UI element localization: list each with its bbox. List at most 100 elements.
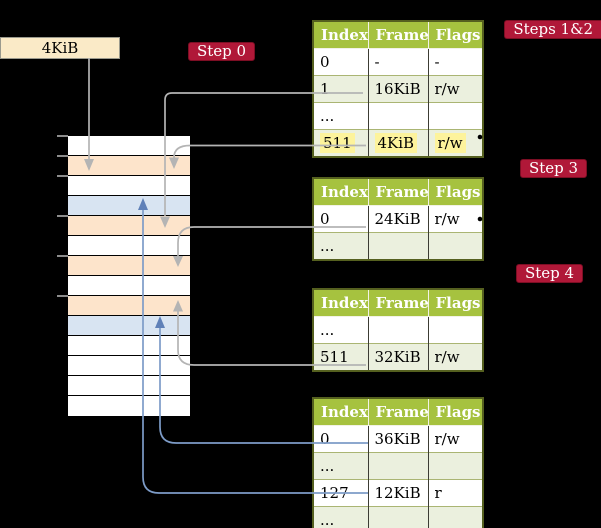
badge-step-3: Step 3	[520, 159, 588, 178]
badge-step-0: Step 0	[188, 42, 256, 61]
table-row: 511 4KiB r/w	[313, 129, 483, 157]
cell-index: 0	[313, 205, 368, 233]
cell-frame: -	[367, 48, 428, 76]
memory-row-13	[68, 396, 190, 416]
memory-row-5	[68, 236, 190, 256]
column-header-flags: Flags	[427, 178, 483, 206]
column-header-index: Index	[313, 178, 368, 206]
memory-boundary-tick-4	[57, 255, 68, 257]
cell-flags: r/w	[427, 75, 483, 103]
cell-flags: r	[427, 479, 483, 507]
cell-index: 511	[313, 343, 368, 371]
badge-step-3-label: Step 3	[529, 159, 579, 177]
cell-index: 0	[313, 425, 368, 453]
cell-flags: r/w	[427, 129, 483, 157]
badge-step-4-label: Step 4	[525, 264, 575, 282]
table-row: ...	[313, 506, 483, 528]
memory-boundary-tick-3	[57, 215, 68, 217]
badge-step-0-label: Step 0	[197, 42, 247, 60]
column-header-frame: Frame	[367, 398, 429, 426]
memory-boundary-tick-5	[57, 295, 68, 297]
memory-row-7	[68, 276, 190, 296]
column-header-frame: Frame	[367, 21, 429, 49]
page-table-base-box: 4KiB	[0, 37, 120, 59]
memory-row-8	[68, 296, 190, 316]
cell-index: ...	[313, 452, 368, 480]
memory-row-1	[68, 156, 190, 176]
cell-flags: -	[427, 48, 483, 76]
badge-steps-1-2-label: Steps 1&2	[513, 20, 593, 38]
cell-frame	[367, 452, 428, 480]
table-row: 0--	[313, 48, 483, 76]
column-header-index: Index	[313, 289, 368, 317]
memory-row-6	[68, 256, 190, 276]
cell-index: 0	[313, 48, 368, 76]
cell-frame: 16KiB	[367, 75, 428, 103]
cell-frame	[367, 102, 428, 130]
memory-row-0	[68, 136, 190, 156]
cell-frame: 32KiB	[367, 343, 428, 371]
cell-flags	[427, 316, 483, 344]
cell-frame: 36KiB	[367, 425, 428, 453]
memory-row-9	[68, 316, 190, 336]
cell-frame: 24KiB	[367, 205, 428, 233]
highlighted-value: r/w	[434, 133, 466, 153]
badge-step-4: Step 4	[516, 264, 584, 283]
cell-index: ...	[313, 506, 368, 528]
column-header-frame: Frame	[367, 178, 429, 206]
column-header-flags: Flags	[427, 398, 483, 426]
cell-frame	[367, 232, 428, 260]
cell-frame: 4KiB	[367, 129, 428, 157]
cell-index: ...	[313, 102, 368, 130]
cell-flags	[427, 102, 483, 130]
memory-row-2	[68, 176, 190, 196]
column-header-frame: Frame	[367, 289, 429, 317]
column-header-index: Index	[313, 21, 368, 49]
memory-row-11	[68, 356, 190, 376]
memory-row-10	[68, 336, 190, 356]
cell-index: ...	[313, 232, 368, 260]
column-header-flags: Flags	[427, 21, 483, 49]
cell-index: ...	[313, 316, 368, 344]
memory-row-3	[68, 196, 190, 216]
cell-frame	[367, 316, 428, 344]
physical-memory-column	[68, 136, 190, 416]
table-row: ...	[313, 316, 483, 344]
page-table-base-label: 4KiB	[41, 39, 79, 57]
cell-flags	[427, 232, 483, 260]
cell-flags: r/w	[427, 205, 483, 233]
memory-boundary-tick-1	[57, 155, 68, 157]
cell-index: 127	[313, 479, 368, 507]
cell-frame	[367, 506, 428, 528]
memory-boundary-tick-0	[57, 135, 68, 137]
cell-flags	[427, 506, 483, 528]
highlighted-value: 4KiB	[374, 133, 418, 153]
table-row: ...	[313, 452, 483, 480]
highlighted-value: 511	[320, 133, 355, 153]
table-row: ...	[313, 232, 483, 260]
memory-row-4	[68, 216, 190, 236]
cell-index: 511	[313, 129, 368, 157]
table-row: ...	[313, 102, 483, 130]
column-header-flags: Flags	[427, 289, 483, 317]
cell-flags: r/w	[427, 343, 483, 371]
badge-steps-1-2: Steps 1&2	[504, 20, 601, 39]
memory-row-12	[68, 376, 190, 396]
cell-flags	[427, 452, 483, 480]
cell-frame: 12KiB	[367, 479, 428, 507]
cell-flags: r/w	[427, 425, 483, 453]
